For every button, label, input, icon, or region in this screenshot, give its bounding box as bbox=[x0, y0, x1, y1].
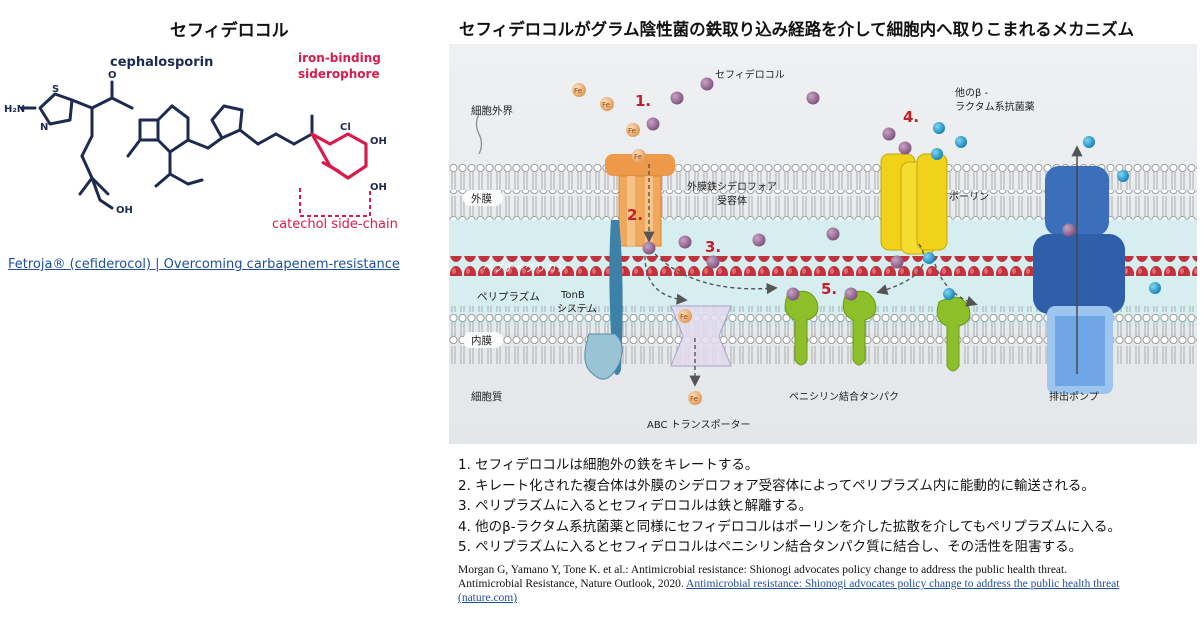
label-cefiderocol: セフィデロコル bbox=[715, 68, 785, 81]
catechol-label: catechol side-chain bbox=[272, 217, 398, 232]
label-outer-membrane: 外膜 bbox=[471, 193, 492, 205]
reference-line-1: Morgan G, Yamano Y, Tone K. et al.: Anti… bbox=[458, 564, 1068, 576]
oh3-label: OH bbox=[370, 182, 387, 193]
step-number-1: 1. bbox=[635, 92, 651, 110]
label-peptidoglycan: ペプチドグリカン bbox=[483, 261, 567, 274]
fe-label-1: Fe bbox=[574, 87, 582, 95]
reference-link[interactable]: Antimicrobial resistance: Shionogi advoc… bbox=[686, 578, 1120, 590]
siderophore-label-2: siderophore bbox=[298, 67, 380, 81]
label-inner-membrane: 内膜 bbox=[471, 334, 492, 347]
mechanism-diagram: 細胞外界 外膜 ペプチドグリカン ペリプラズム 内膜 細胞質 bbox=[449, 44, 1197, 444]
label-receptor-1: 外膜鉄シデロフォア bbox=[687, 180, 777, 193]
label-porin: ポーリン bbox=[949, 191, 989, 203]
fe-label-4: Fe bbox=[634, 153, 642, 161]
label-periplasm: ペリプラズム bbox=[477, 290, 540, 303]
pbp-group bbox=[784, 290, 971, 372]
s-label: S bbox=[52, 84, 59, 95]
label-other-beta-1: 他のβ - bbox=[955, 86, 989, 99]
cefiderocol-structure: H₂N S N O OH Cl OH OH cephalosporin iron… bbox=[4, 51, 398, 232]
oh1-label: OH bbox=[116, 205, 133, 216]
label-pbp: ペニシリン結合タンパク bbox=[789, 390, 899, 403]
steps-list: 1. セフィデロコルは細胞外の鉄をキレートする。 2. キレート化された複合体は… bbox=[458, 455, 1121, 558]
reference-link-2[interactable]: (nature.com) bbox=[458, 592, 518, 604]
step-number-5: 5. bbox=[821, 280, 837, 298]
fe-label-6: Fe bbox=[690, 395, 698, 403]
label-cytoplasm: 細胞質 bbox=[471, 390, 503, 403]
o-label: O bbox=[108, 70, 117, 81]
label-tonb-2: システム bbox=[557, 303, 597, 315]
oh2-label: OH bbox=[370, 136, 387, 147]
label-abc: ABC トランスポーター bbox=[647, 419, 751, 431]
step-number-3: 3. bbox=[705, 238, 721, 256]
step-number-2: 2. bbox=[627, 206, 643, 224]
label-extracellular: 細胞外界 bbox=[471, 104, 513, 117]
fetroja-link[interactable]: Fetroja® (cefiderocol) | Overcoming carb… bbox=[8, 257, 400, 272]
n-label: N bbox=[40, 122, 48, 133]
right-title: セフィデロコルがグラム陰性菌の鉄取り込み経路を介して細胞内へ取りこまれるメカニズ… bbox=[459, 20, 1135, 39]
label-tonb-1: TonB bbox=[560, 290, 585, 301]
reference: Morgan G, Yamano Y, Tone K. et al.: Anti… bbox=[458, 563, 1194, 605]
h2n-label: H₂N bbox=[4, 104, 25, 115]
cl-label: Cl bbox=[340, 122, 351, 133]
label-receptor-2: 受容体 bbox=[717, 194, 747, 207]
step-2: 2. キレート化された複合体は外膜のシデロフォア受容体によってペリプラズム内に能… bbox=[458, 477, 1095, 494]
fe-label-5: Fe bbox=[680, 313, 688, 321]
step-5: 5. ペリプラズムに入るとセフィデロコルはペニシリン結合タンパク質に結合し、その… bbox=[458, 539, 1083, 555]
porin bbox=[880, 153, 948, 255]
step-4: 4. 他のβ-ラクタム系抗菌薬と同様にセフィデロコルはポーリンを介した拡散を介し… bbox=[458, 518, 1121, 535]
left-title: セフィデロコル bbox=[170, 21, 289, 41]
reference-line-2: Antimicrobial Resistance, Nature Outlook… bbox=[458, 578, 687, 590]
step-number-4: 4. bbox=[903, 108, 919, 126]
cephalosporin-label: cephalosporin bbox=[110, 55, 213, 70]
label-other-beta-2: ラクタム系抗菌薬 bbox=[955, 100, 1035, 113]
fe-label-3: Fe bbox=[628, 127, 636, 135]
label-efflux: 排出ポンプ bbox=[1049, 390, 1099, 403]
fe-label-2: Fe bbox=[602, 101, 610, 109]
step-3: 3. ペリプラズムに入るとセフィデロコルは鉄と解離する。 bbox=[458, 498, 813, 514]
step-1: 1. セフィデロコルは細胞外の鉄をキレートする。 bbox=[458, 457, 759, 473]
siderophore-label-1: iron-binding bbox=[298, 51, 381, 65]
